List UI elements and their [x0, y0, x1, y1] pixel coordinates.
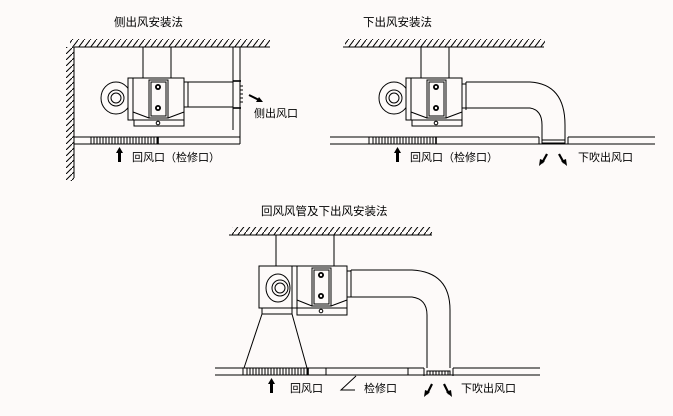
return-grille [245, 368, 308, 375]
panel-side-outlet: 侧出风安装法 [66, 15, 298, 181]
leader-line [339, 375, 357, 391]
wall [66, 47, 75, 181]
airflow-arrow-icon [248, 94, 263, 102]
outlet-label: 下吹出风口 [578, 150, 633, 164]
panel-bottom-outlet: 下出风安装法 [330, 15, 655, 166]
outlet-label: 侧出风口 [254, 106, 298, 120]
return-label: 回风口（检修口） [132, 150, 220, 164]
up-arrow-icon [394, 147, 401, 162]
suspended-ceiling [215, 367, 540, 376]
panel-title: 下出风安装法 [363, 15, 432, 29]
panel-title: 侧出风安装法 [114, 15, 183, 29]
suspended-ceiling [74, 136, 240, 145]
up-arrow-icon [116, 147, 123, 162]
side-outlet-grille [233, 80, 243, 109]
panel-return-duct-bottom-outlet: 回风风管及下出风安装法 [215, 204, 540, 397]
up-arrow-icon [268, 378, 275, 393]
fan-coil-unit [100, 77, 185, 127]
supply-duct-elbow [347, 269, 451, 368]
fan-coil-unit [378, 77, 463, 127]
return-plenum-box [258, 265, 293, 315]
outlet-label: 下吹出风口 [461, 381, 516, 395]
ceiling-slab [70, 39, 270, 48]
return-duct [243, 313, 308, 369]
down-arrows-icon [424, 383, 452, 397]
supply-duct-elbow [462, 81, 566, 140]
return-label: 回风口 [290, 382, 323, 395]
panel-title: 回风风管及下出风安装法 [261, 204, 388, 218]
access-label: 检修口 [364, 381, 397, 395]
return-grille [93, 137, 158, 144]
bottom-outlet-diffuser [541, 139, 566, 144]
down-arrows-icon [539, 153, 567, 166]
ceiling-slab [343, 39, 545, 48]
fan-coil-unit [291, 265, 348, 316]
suspended-ceiling [330, 136, 655, 145]
bottom-outlet-diffuser [426, 370, 451, 376]
return-grille [371, 137, 436, 144]
supply-duct [184, 81, 233, 108]
return-label: 回风口（检修口） [410, 150, 498, 164]
ceiling-slab [229, 227, 432, 236]
